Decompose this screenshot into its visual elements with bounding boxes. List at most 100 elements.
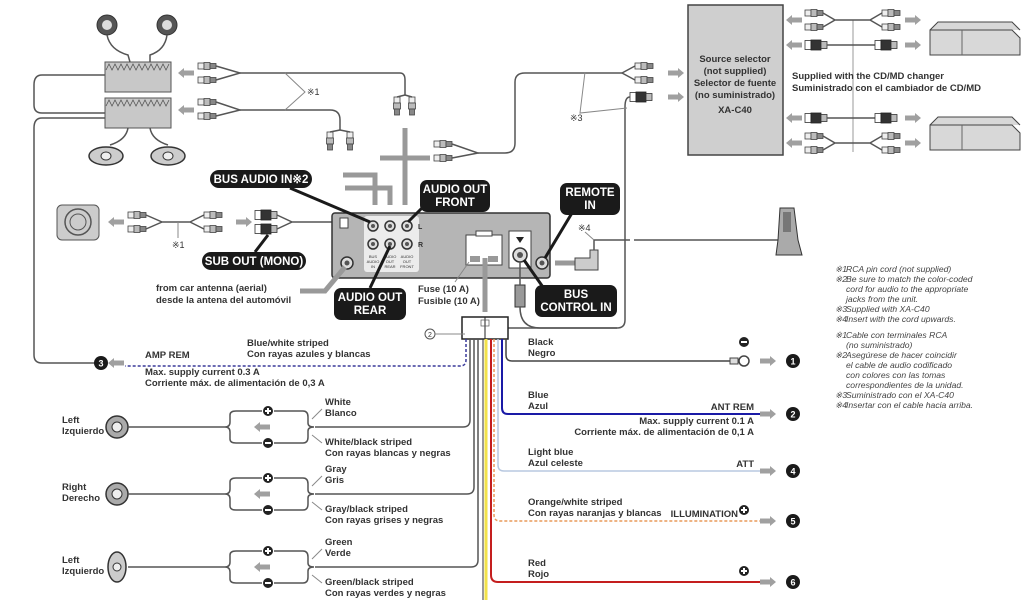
footnote-en-text: Insert with the cord upwards. [846, 314, 956, 324]
minus-icon [263, 438, 273, 448]
minus-wire-color-es: Con rayas grises y negras [325, 515, 443, 526]
rca-jack-audio-out-front-r[interactable] [401, 238, 413, 250]
plus-wire-color-es: Gris [325, 475, 344, 486]
plus-icon [263, 546, 273, 556]
changer-note-es: Suministrado con el cambiador de CD/MD [792, 83, 981, 94]
speaker-side-es: Izquierdo [62, 426, 104, 437]
source-selector-line-4: (no suministrado) [695, 90, 775, 101]
jack-label-bus-1: BUS [369, 254, 378, 259]
speaker-side-en: Right [62, 482, 87, 493]
callout-remote-in: REMOTE IN [543, 183, 620, 259]
svg-text:AUDIO OUT: AUDIO OUT [423, 184, 488, 196]
source-selector-line-3: Selector de fuente [694, 78, 776, 89]
wire-color-en: Orange/white striped [528, 497, 623, 508]
terminal-4-badge: 4 [786, 464, 800, 478]
rca-jack-audio-out-rear-l[interactable] [384, 220, 396, 232]
footnote-en-mark: ※3 [835, 304, 847, 314]
ground-terminal-icon [729, 355, 750, 367]
note-mark-1b: ※1 [172, 240, 185, 250]
footnote-en-text: Supplied with XA-C40 [846, 304, 930, 314]
subwoofer-group: ※1 [56, 204, 335, 250]
svg-text:2: 2 [790, 410, 795, 420]
jack-label-rear-1: AUDIO [384, 254, 397, 259]
footnote-es-text: Suministrado con el XA-C40 [846, 390, 954, 400]
footnote-es-text: con colores con las tomas [846, 370, 946, 380]
svg-text:BUS AUDIO IN※2: BUS AUDIO IN※2 [214, 173, 309, 186]
footnote-en-text: cord for audio to the appropriate [846, 284, 969, 294]
callout-audio-out-rear: AUDIO OUT REAR [334, 245, 406, 320]
plus-wire-color-es: Verde [325, 548, 351, 559]
minus-wire-color-es: Con rayas verdes y negras [325, 588, 446, 599]
wire-color-es: Rojo [528, 569, 549, 580]
wire-function: ILLUMINATION [671, 509, 739, 520]
jack-label-front-2: OUT [403, 259, 412, 264]
svg-text:REMOTE: REMOTE [565, 187, 615, 199]
channel-r-label: R [418, 242, 423, 249]
fuse-label-es: Fusible (10 A) [418, 296, 480, 307]
cd-changer-1-icon [929, 21, 1021, 56]
footnote-en-mark: ※1 [835, 264, 847, 274]
fuse-label-en: Fuse (10 A) [418, 284, 469, 295]
speaker-side-es: Derecho [62, 493, 100, 504]
jack-label-bus-2: AUDIO [367, 259, 380, 264]
note-mark-4: ※4 [578, 223, 591, 233]
changer-note-en: Supplied with the CD/MD changer [792, 71, 944, 82]
wire-color-en: Red [528, 558, 546, 569]
amp-rem-color-en: Blue/white striped [247, 338, 329, 349]
minus-wire-color-en: Green/black striped [325, 577, 414, 588]
amp-rem-current-es: Corriente máx. de alimentación de 0,3 A [145, 378, 325, 389]
jack-label-rear-2: OUT [386, 259, 395, 264]
plus-wire-color-en: Green [325, 537, 353, 548]
wire-current-en: Max. supply current 0.1 A [639, 416, 754, 427]
note-mark-3: ※3 [570, 113, 583, 123]
remote-in-jack[interactable] [535, 256, 549, 270]
rca-jack-bus-audio-in-l[interactable] [367, 220, 379, 232]
jack-label-front-3: FRONT [400, 264, 414, 269]
jack-label-rear-3: REAR [384, 264, 395, 269]
wire-light-blue [497, 339, 760, 472]
speaker-side-es: Izquierdo [62, 566, 104, 577]
source-selector-line-2: (not supplied) [704, 66, 767, 77]
terminal-6-badge: 6 [786, 575, 800, 589]
wire-color-en: Light blue [528, 447, 573, 458]
terminal-3-badge: 3 [94, 356, 108, 370]
cd-changer-2-icon [929, 116, 1021, 151]
jack-label-front-1: AUDIO [401, 254, 414, 259]
terminal-2-badge: 2 [786, 407, 800, 421]
bus-cable-plug-icon [514, 284, 526, 308]
wire-speaker-3 [315, 339, 479, 568]
amp-rem-color-es: Con rayas azules y blancas [247, 349, 371, 360]
svg-text:IN: IN [584, 200, 596, 212]
speaker-side-en: Left [62, 555, 80, 566]
speaker-icon [105, 415, 129, 439]
svg-text:SUB OUT (MONO): SUB OUT (MONO) [205, 256, 304, 268]
callout-sub-out: SUB OUT (MONO) [202, 234, 306, 270]
wire-color-es: Negro [528, 348, 556, 359]
wire-orange [493, 339, 760, 522]
antenna-label-en: from car antenna (aerial) [156, 283, 267, 294]
svg-text:5: 5 [790, 517, 795, 527]
callout-bus-audio-in: BUS AUDIO IN※2 [210, 170, 371, 224]
svg-text:6: 6 [790, 578, 795, 588]
minus-icon [263, 578, 273, 588]
wire-color-es: Azul [528, 401, 548, 412]
footnote-es-text: (no suministrado) [846, 340, 913, 350]
svg-text:3: 3 [98, 359, 103, 369]
plus-icon [739, 505, 749, 515]
footnote-es-text: el cable de audio codificado [846, 360, 952, 370]
wire-current-es: Corriente máx. de alimentación de 0,1 A [574, 427, 754, 438]
footnote-es-mark: ※2 [835, 350, 847, 360]
wire-speaker-2 [315, 339, 475, 495]
wire-color-es: Con rayas naranjas y blancas [528, 508, 662, 519]
rca-jack-bus-audio-in-r[interactable] [367, 238, 379, 250]
svg-text:REAR: REAR [354, 305, 387, 317]
antenna-jack[interactable] [340, 256, 354, 270]
rca-jack-audio-out-front-l[interactable] [401, 220, 413, 232]
speaker-side-en: Left [62, 415, 80, 426]
wire-red [490, 339, 760, 583]
